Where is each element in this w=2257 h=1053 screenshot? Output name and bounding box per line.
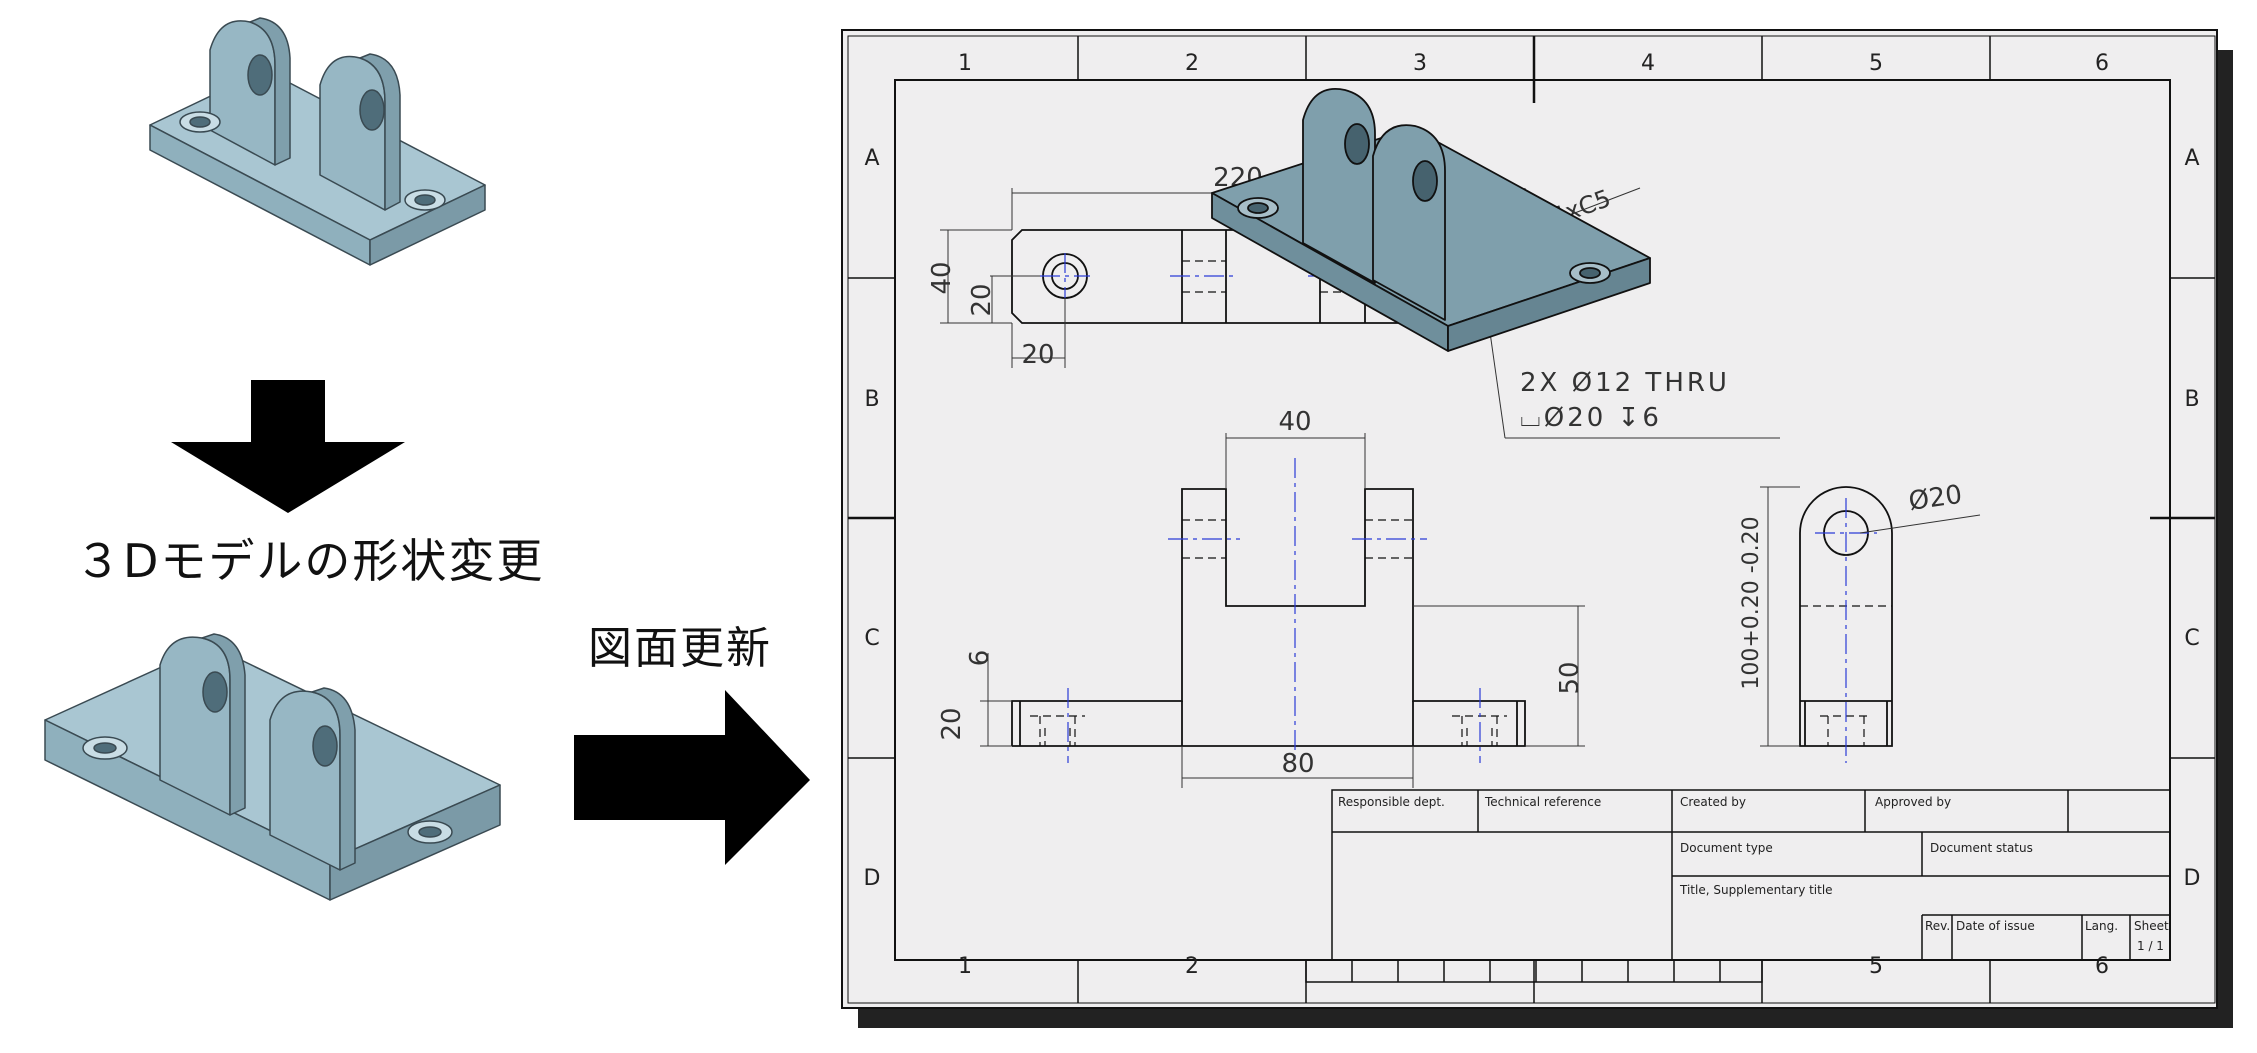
- dim-front-50: 50: [1555, 661, 1585, 694]
- col-label-2: 2: [1185, 51, 1199, 76]
- tb-document-type: Document type: [1680, 841, 1773, 855]
- tb-title: Title, Supplementary title: [1679, 883, 1833, 897]
- tb-date-of-issue: Date of issue: [1956, 919, 2035, 933]
- tb-lang: Lang.: [2085, 919, 2118, 933]
- dim-side-height: 100+0.20 -0.20: [1739, 516, 1764, 689]
- tb-sheet: Sheet: [2134, 919, 2169, 933]
- col-label-6: 6: [2095, 51, 2109, 76]
- dim-height-40: 40: [927, 261, 957, 294]
- row-label-d: D: [864, 866, 881, 891]
- left-panel: ３Dモデルの形状変更 図面更新: [0, 0, 840, 1053]
- tb-created-by: Created by: [1680, 795, 1746, 809]
- drawing-sheet: 1 2 3 4 5 6 1 2 5 6 A B C D A B C D: [840, 28, 2235, 1030]
- drawing-svg: 1 2 3 4 5 6 1 2 5 6 A B C D A B C D: [841, 29, 2233, 1028]
- row-label-b: B: [864, 387, 879, 412]
- col-label-1-bottom: 1: [958, 954, 972, 979]
- dim-front-80: 80: [1281, 749, 1314, 779]
- tb-approved-by: Approved by: [1875, 795, 1951, 809]
- row-label-d-right: D: [2184, 866, 2201, 891]
- down-arrow-icon: [171, 380, 405, 513]
- row-label-c: C: [864, 626, 879, 651]
- dim-front-6: 6: [965, 650, 995, 667]
- dim-front-20: 20: [937, 707, 967, 740]
- hole-note-1: 2X Ø12 THRU: [1520, 368, 1730, 398]
- col-label-3: 3: [1413, 51, 1427, 76]
- row-label-a-right: A: [2184, 146, 2199, 171]
- tb-rev: Rev.: [1925, 919, 1950, 933]
- row-label-a: A: [864, 146, 879, 171]
- dim-hole-offset-20: 20: [1021, 340, 1054, 370]
- col-label-1: 1: [958, 51, 972, 76]
- right-arrow-icon: [574, 690, 810, 865]
- col-label-6-bottom: 6: [2095, 954, 2109, 979]
- tb-sheet-value: 1 / 1: [2137, 939, 2164, 953]
- col-label-5: 5: [1869, 51, 1883, 76]
- modified-3d-model: [44, 633, 501, 901]
- iso-view: [1211, 88, 1651, 352]
- col-label-5-bottom: 5: [1869, 954, 1883, 979]
- row-label-b-right: B: [2184, 387, 2199, 412]
- tb-responsible-dept: Responsible dept.: [1338, 795, 1445, 809]
- dim-height-20: 20: [967, 283, 997, 316]
- dim-side-dia: Ø20: [1907, 480, 1964, 517]
- row-label-c-right: C: [2184, 626, 2199, 651]
- col-label-2-bottom: 2: [1185, 954, 1199, 979]
- dim-front-40: 40: [1278, 407, 1311, 437]
- tb-document-status: Document status: [1930, 841, 2033, 855]
- hole-note-2: ⌴Ø20 ↧6: [1520, 403, 1662, 433]
- col-label-4: 4: [1641, 51, 1655, 76]
- original-3d-model: [149, 17, 486, 266]
- caption-update-drawing: 図面更新: [588, 623, 772, 674]
- caption-model-change: ３Dモデルの形状変更: [75, 534, 545, 588]
- title-block: [1305, 789, 2171, 983]
- tb-technical-reference: Technical reference: [1484, 795, 1601, 809]
